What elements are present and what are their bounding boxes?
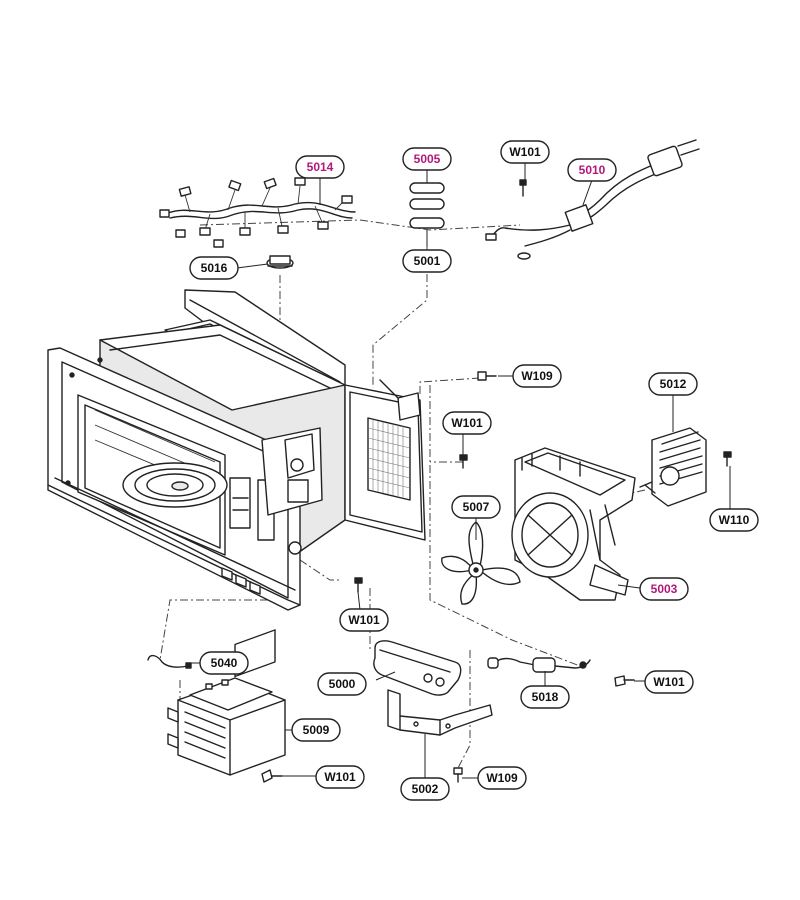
callout-5010: 5010 [567,158,617,182]
callout-5009: 5009 [291,718,341,742]
callout-label: W110 [719,513,750,527]
callout-5040: 5040 [199,651,249,675]
callout-label: W101 [324,770,356,784]
callout-label: 5000 [329,677,356,691]
callout-w109: W109 [477,766,527,790]
vent-mesh [367,417,411,501]
air-guide-bracket-5003 [511,447,636,601]
screw-w101-middle [459,454,468,469]
callout-w101: W101 [315,765,365,789]
transformer-5009 [167,629,286,776]
callout-5005: 5005 [402,147,452,171]
callout-label: 5002 [412,782,439,796]
callout-5002: 5002 [400,777,450,801]
callout-label: 5018 [532,690,559,704]
bracket-5002 [387,689,493,736]
oven-cavity-chassis [47,289,426,611]
screw-w109-top [477,371,497,381]
callout-5007: 5007 [451,495,501,519]
screw-w101-right [614,675,635,687]
callout-5014: 5014 [295,155,345,179]
power-cord-5010 [485,139,700,260]
callout-5001: 5001 [402,249,452,273]
screw-w110 [723,451,732,467]
callout-w101: W101 [339,608,389,632]
callout-label: 5003 [651,582,678,596]
callout-label: W101 [451,416,483,430]
callout-5000: 5000 [317,672,367,696]
callout-label: W109 [521,369,553,383]
callout-w101: W101 [644,670,694,694]
callout-label: 5012 [660,377,687,391]
thermostat-5016 [266,255,294,269]
callout-label: W101 [653,675,685,689]
wire-5040 [147,654,192,669]
callout-label: W101 [509,145,541,159]
diode-5018 [487,657,591,673]
callout-w101: W101 [500,140,550,164]
callout-5018: 5018 [520,685,570,709]
callout-label: 5001 [414,254,441,268]
screw-w101-bottom [261,769,283,783]
callout-5012: 5012 [648,372,698,396]
fan-blade-5007 [441,521,521,605]
callout-label: 5040 [211,656,238,670]
callout-w109: W109 [512,364,562,388]
screw-w101-top [519,179,527,197]
callout-label: 5005 [414,152,441,166]
callout-label: 5016 [201,261,228,275]
callout-label: 5010 [579,163,606,177]
screw-w109-bottom [453,767,463,783]
capacitor-5000 [373,640,462,696]
callout-w101: W101 [442,411,492,435]
callout-label: W109 [486,771,518,785]
callout-label: 5009 [303,723,330,737]
callout-label: W101 [348,613,380,627]
wire-harness-5014 [159,177,356,248]
fuse-5005 [409,182,445,210]
callout-w110: W110 [709,508,759,532]
callout-label: 5007 [463,500,490,514]
callout-leader-lines [190,162,731,779]
callout-label: 5014 [307,160,334,174]
callout-5003: 5003 [639,577,689,601]
callout-5016: 5016 [189,256,239,280]
screw-w101-left [354,577,363,593]
fuse-5001 [409,217,445,229]
fan-motor-5012 [639,427,707,507]
